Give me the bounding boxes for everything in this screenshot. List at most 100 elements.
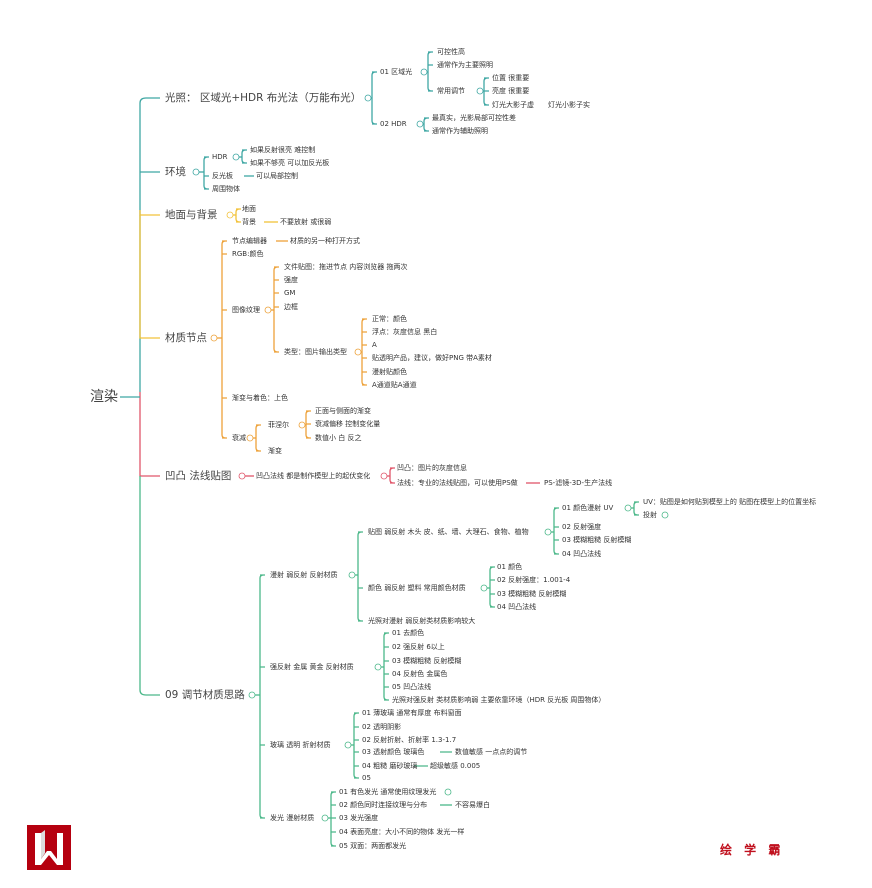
node[interactable]: 背景 [242,218,256,226]
collapse-toggle-icon[interactable] [420,68,428,76]
node[interactable]: 节点编辑器 [232,237,267,245]
collapse-toggle-icon[interactable] [374,663,382,671]
node[interactable]: 灯光大影子虚 [492,101,534,109]
node[interactable]: 菲涅尔 [268,421,289,429]
node[interactable]: A [372,341,377,349]
node[interactable]: 衰减 [232,434,246,442]
branch-lighting[interactable]: 光照： 区域光+HDR 布光法（万能布光） [165,92,362,104]
collapse-toggle-icon[interactable] [210,334,218,342]
branch-environment[interactable]: 环境 [165,166,186,178]
node[interactable]: 投射 [643,511,657,519]
node[interactable]: 光照对漫射 弱反射类材质影响较大 [368,617,476,625]
node[interactable]: 数值敏感 一点点的调节 [455,748,528,756]
collapse-toggle-icon[interactable] [624,504,632,512]
node[interactable]: 漫射 弱反射 反射材质 [270,571,338,579]
collapse-toggle-icon[interactable] [321,814,329,822]
node[interactable]: 玻璃 透明 折射材质 [270,741,331,749]
node[interactable]: 通常作为辅助照明 [432,127,488,135]
collapse-toggle-icon[interactable] [348,571,356,579]
node[interactable]: 03 发光强度 [339,814,379,822]
collapse-toggle-icon[interactable] [416,120,424,128]
node[interactable]: 05 [362,774,371,782]
node[interactable]: 发光 漫射材质 [270,814,315,822]
node[interactable]: 凹凸法线 都是制作模型上的起伏变化 [256,472,371,480]
node[interactable]: 材质的另一种打开方式 [290,237,360,245]
node[interactable]: 如果反射很亮 难控制 [250,146,316,154]
node[interactable]: 正面与侧面的渐变 [315,407,371,415]
node[interactable]: 边框 [284,303,298,311]
collapse-toggle-icon[interactable] [661,511,669,519]
node[interactable]: 04 凹凸法线 [562,550,602,558]
node[interactable]: 01 去颜色 [392,629,425,637]
node[interactable]: 凹凸：图片的灰度信息 [397,464,467,472]
node[interactable]: 可控性高 [437,48,465,56]
node[interactable]: PS-滤镜-3D-生产法线 [544,479,613,487]
branch-bump-normal[interactable]: 凹凸 法线贴图 [165,470,232,482]
node[interactable]: 02 颜色同时连接纹理与分布 [339,801,428,809]
node[interactable]: 如果不够亮 可以加反光板 [250,159,330,167]
collapse-toggle-icon[interactable] [192,168,200,176]
node[interactable]: 01 颜色漫射 UV [562,504,614,512]
collapse-toggle-icon[interactable] [544,528,552,536]
node[interactable]: 05 凹凸法线 [392,683,432,691]
node[interactable]: 03 模糊粗糙 反射模糊 [562,536,632,544]
node[interactable]: 渐变与着色：上色 [232,394,288,402]
node[interactable]: 反光板 [212,172,233,180]
node[interactable]: 地面 [242,205,256,213]
node[interactable]: 02 HDR [380,120,407,128]
node[interactable]: 类型：图片输出类型 [284,348,347,356]
node[interactable]: 衰减偏移 控制变化量 [315,420,381,428]
node[interactable]: 01 有色发光 通常使用纹理发光 [339,788,437,796]
branch-material-nodes[interactable]: 材质节点 [165,332,207,344]
collapse-toggle-icon[interactable] [480,584,488,592]
node[interactable]: 最真实，光影局部可控性差 [432,114,516,122]
node[interactable]: 01 颜色 [497,563,523,571]
collapse-toggle-icon[interactable] [364,94,372,102]
collapse-toggle-icon[interactable] [248,691,256,699]
node[interactable]: 04 反射色 金属色 [392,670,448,678]
node[interactable]: 光照对强反射 类材质影响弱 主要依靠环境（HDR 反光板 周围物体） [392,696,606,704]
collapse-toggle-icon[interactable] [264,306,272,314]
node[interactable]: 03 模糊粗糙 反射模糊 [392,657,462,665]
node[interactable]: 颜色 弱反射 塑料 常用颜色材质 [368,584,466,592]
node[interactable]: 通常作为主要照明 [437,61,493,69]
collapse-toggle-icon[interactable] [298,421,306,429]
node[interactable]: 03 透射颜色 玻璃色 [362,748,425,756]
branch-ground-background[interactable]: 地面与背景 [165,209,218,221]
collapse-toggle-icon[interactable] [246,434,254,442]
node[interactable]: 02 透明阴影 [362,723,402,731]
node[interactable]: 01 区域光 [380,68,413,76]
node[interactable]: 强反射 金属 黄金 反射材质 [270,663,354,671]
node[interactable]: 亮度 很重要 [492,87,530,95]
node[interactable]: 02 强反射 6以上 [392,643,445,651]
node[interactable]: 图像纹理 [232,306,260,314]
node[interactable]: 常用调节 [437,87,465,95]
node[interactable]: 01 薄玻璃 通常有厚度 布料窗面 [362,709,462,717]
collapse-toggle-icon[interactable] [380,472,388,480]
node[interactable]: 法线：专业的法线贴图，可以使用PS做 [397,479,518,487]
node[interactable]: 04 表面亮度：大小不同的物体 发光一样 [339,828,465,836]
node[interactable]: 不容易爆白 [455,801,490,809]
collapse-toggle-icon[interactable] [344,741,352,749]
node[interactable]: 贴透明产品，建议，做好PNG 带A素材 [372,354,492,362]
node[interactable]: 贴图 弱反射 木头 皮、纸、墙、大理石、食物、植物 [368,528,529,536]
collapse-toggle-icon[interactable] [238,472,246,480]
node[interactable]: 灯光小影子实 [548,101,590,109]
node[interactable]: GM [284,289,296,297]
node[interactable]: 03 模糊粗糙 反射模糊 [497,590,567,598]
node[interactable]: RGB:颜色 [232,250,264,258]
node[interactable]: 周围物体 [212,185,240,193]
collapse-toggle-icon[interactable] [354,348,362,356]
node[interactable]: 02 反射强度 [562,523,602,531]
node[interactable]: 02 反射折射、折射率 1.3-1.7 [362,736,457,744]
node[interactable]: A通道贴A通道 [372,381,417,389]
node[interactable]: 05 双面：两面都发光 [339,842,407,850]
root-node[interactable]: 渲染 [90,389,118,405]
node[interactable]: 04 粗糙 磨砂玻璃 [362,762,418,770]
branch-material-tuning[interactable]: 09 调节材质思路 [165,689,245,701]
collapse-toggle-icon[interactable] [232,153,240,161]
node[interactable]: HDR [212,153,228,161]
collapse-toggle-icon[interactable] [226,211,234,219]
node[interactable]: 不要放射 或很弱 [280,218,332,226]
node[interactable]: 浮点：灰度信息 黑白 [372,328,438,336]
